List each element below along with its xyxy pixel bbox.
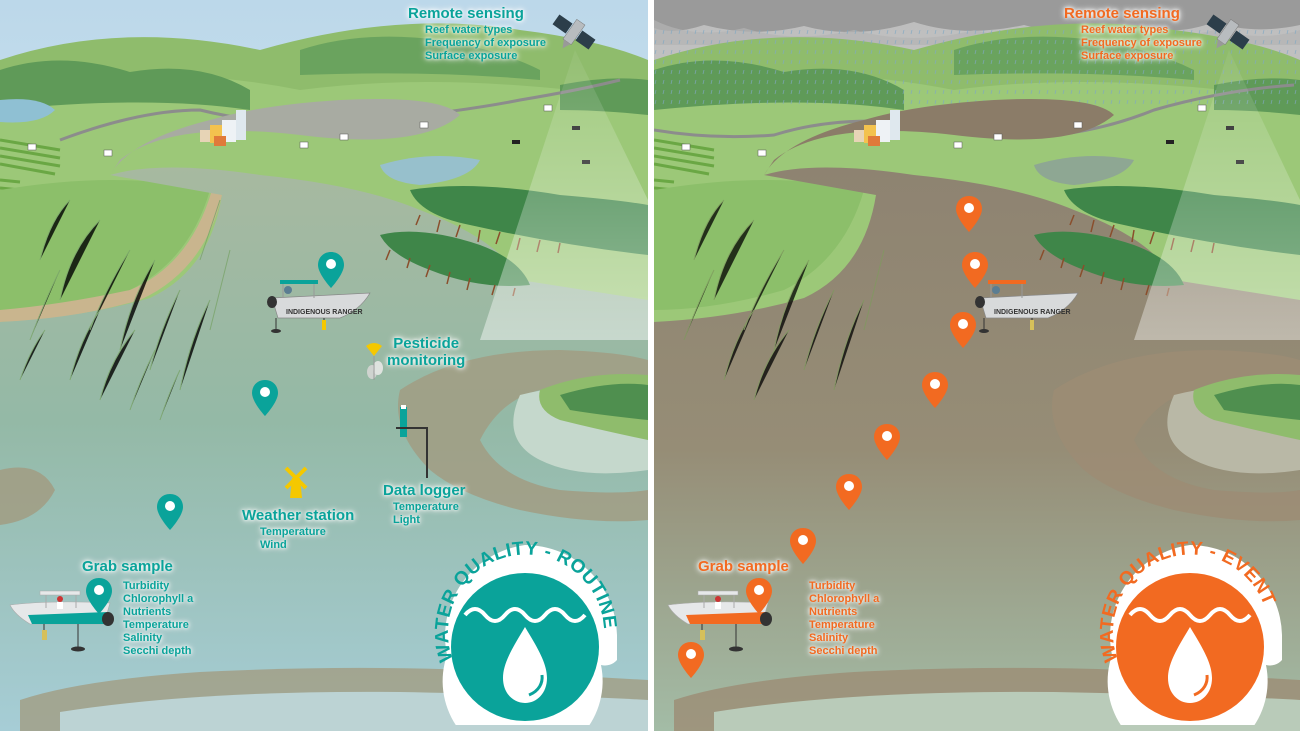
location-pin-icon[interactable]: [836, 474, 862, 510]
routine-panel: INDIGENOUS RANGER: [0, 0, 648, 731]
remote-sensing-label: Remote sensing Reef water types Frequenc…: [408, 6, 546, 63]
grab-sample-boat: [667, 590, 772, 652]
weather-station-item: Wind: [260, 538, 287, 551]
remote-sensing-title: Remote sensing: [1064, 5, 1180, 22]
satellite-icon: [552, 14, 596, 50]
location-pin-icon[interactable]: [318, 252, 344, 288]
location-pin-icon[interactable]: [252, 380, 278, 416]
water-quality-event-badge: WATER QUALITY - EVENT: [1097, 538, 1282, 725]
svg-text:INDIGENOUS RANGER: INDIGENOUS RANGER: [286, 309, 363, 316]
pesticide-title-line1: Pesticide: [393, 335, 460, 352]
grab-sample-item: Nutrients: [123, 606, 172, 618]
remote-sensing-item: Reef water types: [1081, 23, 1169, 36]
location-pin-icon[interactable]: [962, 252, 988, 288]
location-pin-icon[interactable]: [157, 494, 183, 530]
weather-station-label: Weather station Temperature Wind: [242, 508, 354, 552]
weather-station-item: Temperature: [260, 525, 326, 538]
location-pin-icon[interactable]: [874, 424, 900, 460]
grab-sample-item: Chlorophyll a: [809, 593, 880, 605]
grab-sample-boat: [9, 590, 114, 652]
grab-sample-item: Salinity: [123, 632, 163, 644]
remote-sensing-item: Frequency of exposure: [425, 36, 547, 49]
data-logger-title: Data logger: [383, 482, 466, 499]
svg-text:INDIGENOUS RANGER: INDIGENOUS RANGER: [994, 309, 1071, 316]
pesticide-monitoring-label: Pesticide monitoring: [387, 335, 465, 369]
grab-sample-item: Chlorophyll a: [123, 593, 194, 605]
grab-sample-items: Turbidity Chlorophyll a Nutrients Temper…: [809, 580, 879, 658]
remote-sensing-title: Remote sensing: [408, 5, 524, 22]
weather-station-icon: [284, 466, 308, 498]
grab-sample-item: Secchi depth: [809, 645, 878, 657]
data-logger-item: Light: [393, 513, 420, 526]
remote-sensing-label: Remote sensing Reef water types Frequenc…: [1064, 6, 1202, 63]
remote-sensing-item: Frequency of exposure: [1081, 36, 1203, 49]
grab-sample-title: Grab sample: [698, 558, 789, 575]
weather-station-title: Weather station: [242, 507, 355, 524]
location-pin-icon[interactable]: [922, 372, 948, 408]
grab-sample-item: Temperature: [809, 619, 875, 631]
data-logger-label: Data logger Temperature Light: [383, 483, 466, 527]
grab-sample-items: Turbidity Chlorophyll a Nutrients Temper…: [123, 580, 193, 658]
grab-sample-item: Salinity: [809, 632, 849, 644]
remote-sensing-item: Reef water types: [425, 23, 513, 36]
ranger-boat: INDIGENOUS RANGER: [975, 280, 1079, 333]
panel-divider: [648, 0, 654, 731]
data-logger-item: Temperature: [393, 500, 459, 513]
event-landscape-illustration: INDIGENOUS RANGER: [654, 0, 1300, 731]
location-pin-icon[interactable]: [86, 578, 112, 614]
satellite-icon: [1206, 14, 1250, 50]
event-panel: INDIGENOUS RANGER Remote sensing Reef wa…: [654, 0, 1300, 731]
location-pin-icon[interactable]: [956, 196, 982, 232]
remote-sensing-item: Surface exposure: [425, 49, 518, 62]
grab-sample-item: Turbidity: [809, 580, 856, 592]
data-logger-icon: [396, 405, 428, 478]
grab-sample-item: Turbidity: [123, 580, 170, 592]
pesticide-title-line2: monitoring: [387, 352, 466, 369]
ranger-boat: INDIGENOUS RANGER: [267, 280, 371, 333]
remote-sensing-item: Surface exposure: [1081, 49, 1174, 62]
location-pin-icon[interactable]: [790, 528, 816, 564]
grab-sample-item: Temperature: [123, 619, 189, 631]
grab-sample-item: Nutrients: [809, 606, 858, 618]
location-pin-icon[interactable]: [746, 578, 772, 614]
pesticide-sampler-icon: [366, 343, 383, 380]
grab-sample-item: Secchi depth: [123, 645, 192, 657]
location-pin-icon[interactable]: [950, 312, 976, 348]
location-pin-icon[interactable]: [678, 642, 704, 678]
water-quality-routine-badge: WATER QUALITY - ROUTINE: [432, 538, 620, 725]
grab-sample-title: Grab sample: [82, 558, 173, 575]
